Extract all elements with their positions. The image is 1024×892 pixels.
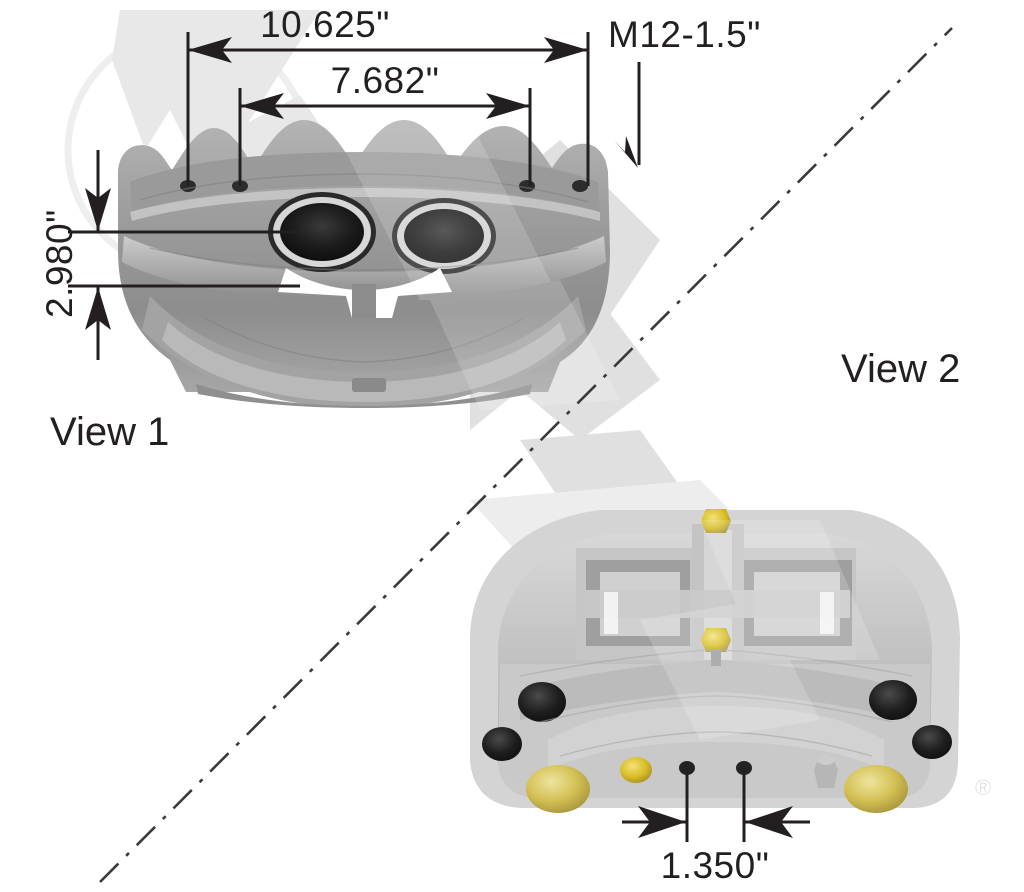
caliper-view1-photo (118, 120, 620, 410)
dim-label-1350: 1.350" (661, 845, 770, 886)
dimension-10625: 10.625" (186, 4, 590, 186)
caliper-watermark-overlay (330, 120, 620, 410)
caliper-land-highlight (130, 188, 600, 221)
arrow-right-1350 (638, 806, 686, 838)
caliper2-crossbar (586, 590, 850, 618)
pin-bore-lower-right (912, 725, 952, 759)
arrow-up-2980 (85, 287, 111, 330)
brass-cap-mid (701, 628, 731, 652)
dimension-7682: 7.682" (238, 60, 532, 186)
caliper2-fitting-top (817, 755, 835, 765)
callout-label-m12: M12-1.5" (608, 14, 761, 55)
caliper-bottom-tab (352, 378, 386, 392)
caliper-bolt-land (130, 152, 600, 212)
callout-m12: M12-1.5" (608, 14, 761, 168)
dim-label-10625: 10.625" (260, 4, 390, 45)
caliper-cast-texture (139, 173, 589, 363)
caliper-view2-photo (470, 509, 960, 813)
dim-label-7682: 7.682" (331, 60, 440, 101)
pin-bore-upper-right (869, 680, 917, 720)
caliper-center-bridge (352, 284, 376, 318)
caliper2-fitting (814, 760, 838, 788)
piston-bore-right (392, 198, 496, 274)
brass-plug-left (526, 765, 590, 813)
leader-arrow-m12 (614, 136, 638, 168)
dimension-2980: 2.980" (39, 150, 300, 360)
caliper2-texture (519, 649, 913, 757)
caliper2-watermark-overlay (640, 520, 880, 740)
brass-plug-right (844, 765, 908, 813)
caliper2-lower-contour (520, 660, 910, 720)
bolt-hole-4 (572, 180, 588, 192)
caliper-mid-rib (122, 236, 606, 300)
view-1-label: View 1 (50, 410, 169, 454)
pin-bore-lower-left (482, 727, 522, 761)
pin-bore-upper-left (518, 682, 566, 722)
arrow-left-1350 (745, 806, 793, 838)
dim-label-2980: 2.980" (39, 209, 80, 318)
caliper2-lower-scallop (548, 706, 884, 770)
arrow-down-2980 (85, 188, 111, 231)
caliper-lower-rib-2 (162, 322, 566, 402)
watermark-registered: ® (975, 775, 991, 800)
piston-bore-left (268, 192, 376, 272)
brass-bleeder-left (620, 757, 652, 783)
caliper-bottom-edge (196, 384, 532, 408)
brass-cap-top (701, 509, 731, 533)
view-divider-line (99, 27, 953, 883)
brass-cap-mid-stem (711, 650, 721, 666)
dimension-1350: 1.350" (622, 768, 810, 886)
caliper2-bridge-cutouts (604, 592, 834, 634)
view-2-label: View 2 (841, 347, 960, 391)
